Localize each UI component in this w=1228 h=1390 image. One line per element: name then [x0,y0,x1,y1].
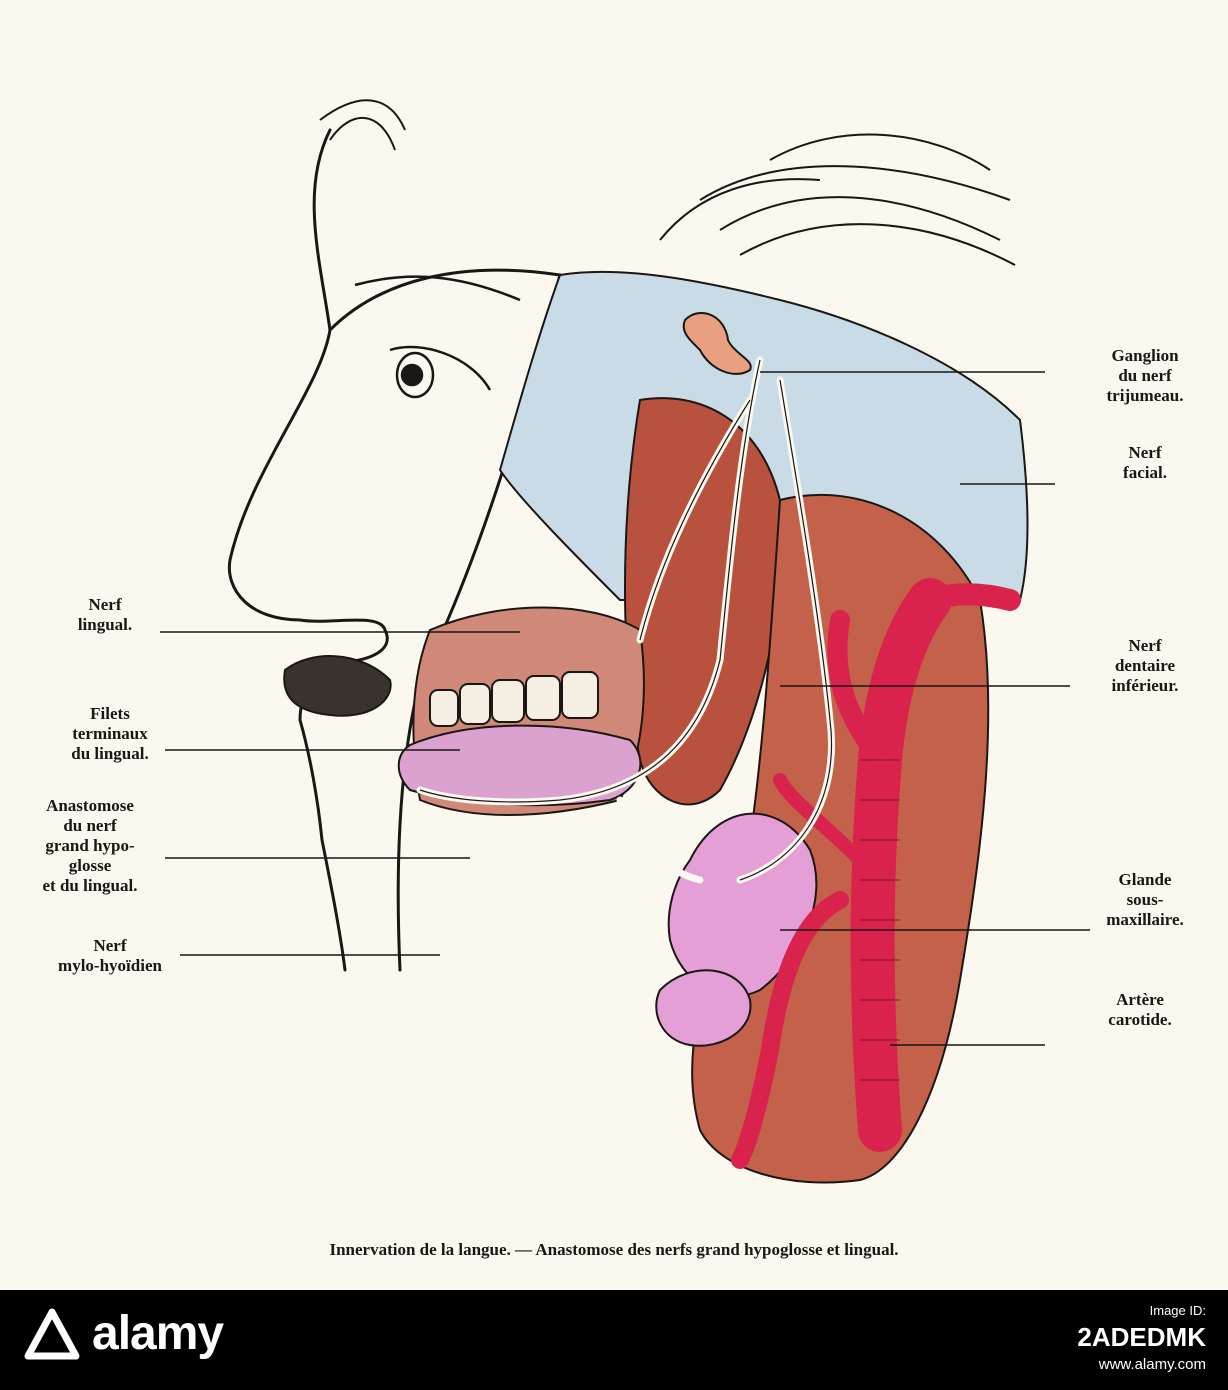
brand-logo[interactable]: alamy [22,1306,224,1361]
brand-icon [24,1308,80,1360]
site-url[interactable]: www.alamy.com [1098,1356,1206,1373]
brand-name: alamy [92,1307,224,1360]
label-anastomose: Anastomose du nerf grand hypo- glosse et… [42,796,138,895]
watermark-bar [0,1290,1228,1390]
hair [319,99,1016,266]
label-nerf-mylo-hyoidien: Nerf mylo-hyoïdien [58,936,162,975]
carotid-artery [731,578,1021,1169]
label-artere-carotide: Artère carotide. [1108,990,1172,1029]
eye [354,275,521,399]
label-nerf-lingual: Nerf lingual. [77,595,133,634]
mustache [283,655,392,717]
label-glande-sous-maxillaire: Glande sous- maxillaire. [1106,870,1184,929]
label-nerf-dentaire-inferieur: Nerf dentaire inférieur. [1111,636,1179,695]
teeth [429,671,599,727]
image-id-code: 2ADEDMK [1077,1322,1206,1352]
anatomical-illustration [160,99,1090,1184]
figure-caption: Innervation de la langue. — Anastomose d… [329,1240,899,1259]
image-id-block: Image ID: 2ADEDMK [1077,1302,1206,1354]
nerves-outline [419,359,833,881]
head-profile [227,128,562,972]
label-ganglion-trijumeau: Ganglion du nerf trijumeau. [1106,346,1184,405]
image-id-label: Image ID: [1149,1303,1206,1318]
tongue [397,724,642,807]
artery-hatching [860,759,900,1081]
submaxillary-gland-lower [655,969,752,1047]
muscle-masseter [624,397,783,806]
label-filets-terminaux: Filets terminaux du lingual. [71,704,149,763]
trigeminal-ganglion [682,311,752,375]
leader-lines [160,371,1090,1046]
label-nerf-facial: Nerf facial. [1123,443,1167,482]
